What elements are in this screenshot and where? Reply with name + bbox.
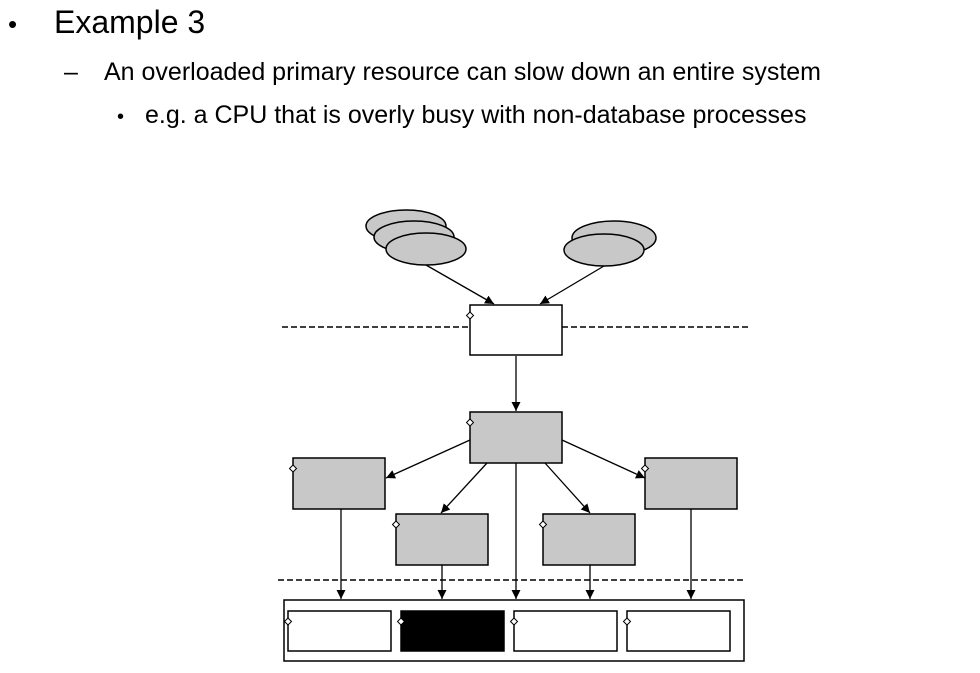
diamond-marker [465,418,475,427]
heading-example: Example 3 [54,4,206,40]
diamond-marker [509,617,519,626]
worker-process-box-1 [292,457,386,510]
resource-4 [626,610,731,652]
example-text: e.g. a CPU that is overly busy with non-… [145,101,807,129]
client-ellipse [563,233,645,267]
client-group-left [365,209,467,266]
bullet-level-2: – An overloaded primary resource can slo… [64,58,821,87]
diamond-marker [465,311,475,320]
arrow-clients-right-to-frontend [539,265,605,305]
arrow-main-to-worker-1 [385,439,471,479]
bullet-marker: • [8,9,18,39]
resource-3 [513,610,618,652]
arrow-clients-left-to-frontend [425,264,495,305]
worker-process-box-4 [644,457,738,510]
diamond-marker [538,520,548,529]
arrow-main-to-worker-2 [440,462,488,514]
subpoint-text: An overloaded primary resource can slow … [104,58,822,86]
arrow-main-to-worker-4 [561,439,646,479]
frontend-process-box [469,304,563,356]
bullet-level-1: • Example 3 [8,4,205,41]
bullet-level-3: • e.g. a CPU that is overly busy with no… [117,101,806,130]
bullet-marker: • [117,106,125,128]
diamond-marker [396,617,406,626]
resource-1 [287,610,392,652]
worker-process-box-2 [395,513,489,566]
diamond-marker [391,520,401,529]
diamond-marker [622,617,632,626]
client-ellipse [385,232,467,266]
arrow-main-to-worker-3 [544,462,591,514]
resource-container [283,599,745,662]
diamond-marker [283,617,293,626]
resource-2-cpu [400,610,505,652]
dash-marker: – [64,58,78,86]
main-process-box [469,411,563,464]
worker-process-box-3 [542,513,636,566]
diamond-marker [288,464,298,473]
connection-markers [283,311,650,626]
connector-arrows [336,264,696,599]
client-group-right [563,220,657,267]
